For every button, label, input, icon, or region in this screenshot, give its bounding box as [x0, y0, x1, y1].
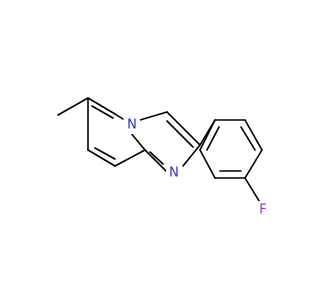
bond-c8a-n1 — [129, 131, 146, 151]
bond-n4-c8a-double — [149, 151, 164, 165]
bond-layer — [57, 97, 263, 205]
bond-methyl — [57, 97, 89, 116]
atom-label-n1: N — [127, 118, 137, 133]
bond-c-f — [244, 177, 262, 205]
atom-label-f: F — [259, 203, 266, 218]
bond-c7-c8-double — [94, 147, 116, 160]
bond-c2-n4 — [182, 144, 201, 167]
bond-ph2-ph3-double — [240, 126, 256, 151]
bond-c7-c8 — [87, 149, 116, 167]
bond-ph6-ph1-double — [206, 126, 220, 151]
bond-ph5-ph6 — [199, 149, 216, 179]
molecule-structure-canvas: N N F — [0, 0, 300, 300]
bond-n4-c8a — [144, 149, 167, 172]
bond-c5-n1 — [114, 113, 124, 120]
canvas-background — [0, 0, 300, 300]
atom-n-imidazole: N — [166, 164, 182, 182]
atom-n-bridgehead: N — [124, 116, 140, 134]
bond-c6-c5-double — [91, 105, 114, 119]
atom-label-layer: N N F — [124, 116, 270, 219]
atom-fluorine: F — [256, 201, 270, 219]
bond-ph6-ph1 — [199, 119, 216, 151]
bond-ph3-ph4 — [244, 149, 263, 179]
bond-c3-c2 — [166, 111, 201, 146]
bond-ph2-ph3 — [244, 119, 263, 151]
atom-label-n2: N — [169, 166, 179, 181]
bond-c6-c5 — [87, 97, 116, 115]
bond-c3-c2-double — [166, 120, 194, 148]
bond-c8-c8a — [114, 149, 146, 167]
bond-n1-c3 — [139, 111, 168, 121]
